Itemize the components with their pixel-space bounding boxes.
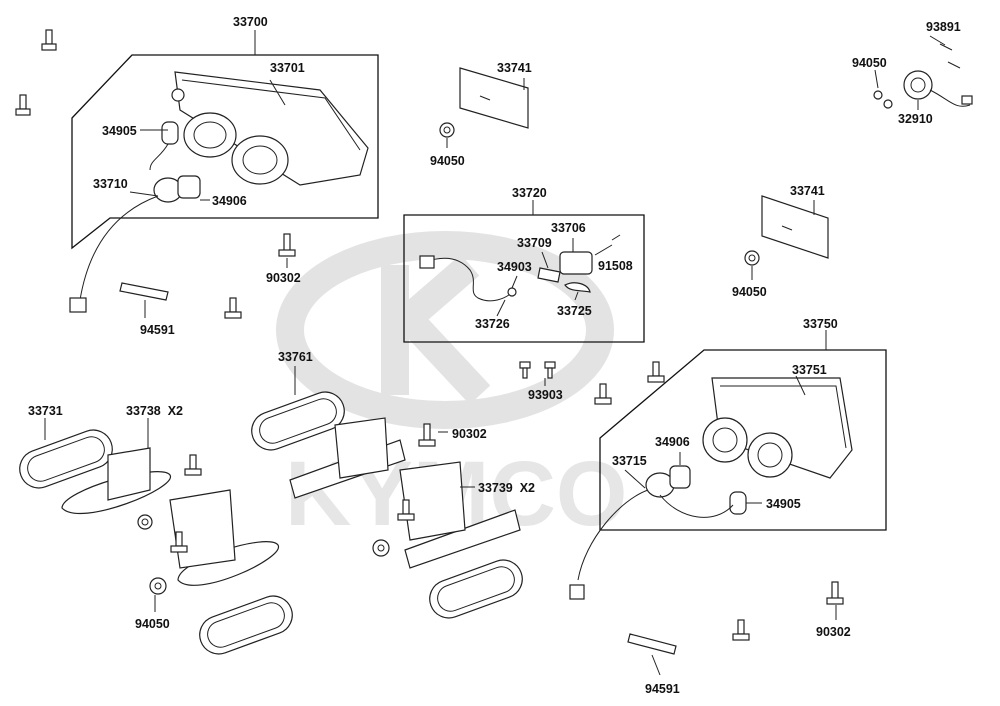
- clip-94591-b: [627, 633, 677, 655]
- label-33750: 33750: [803, 317, 838, 331]
- license-lamp-parts-33720: [419, 234, 621, 302]
- switch-32910: [873, 43, 973, 109]
- connector-33710: [69, 297, 87, 313]
- bracket-33739-b: [399, 461, 521, 569]
- label-94050-b: 94050: [852, 56, 887, 70]
- label-90302-c: 90302: [452, 427, 487, 441]
- label-32910: 32910: [898, 112, 933, 126]
- screw-center-low: [397, 499, 415, 521]
- label-33739: 33739 X2: [478, 481, 535, 495]
- screw-right-mid-1: [647, 361, 665, 383]
- label-33726: 33726: [475, 317, 510, 331]
- nut-94050-a: [439, 122, 455, 138]
- screw-bottom-left: [170, 531, 188, 553]
- clip-94591-a: [119, 282, 169, 301]
- screw-right-low: [732, 619, 750, 641]
- label-94591-b: 94591: [645, 682, 680, 696]
- bolt-90302-a: [278, 233, 296, 257]
- label-34905-top: 34905: [102, 124, 137, 138]
- harness-33710: [79, 195, 159, 301]
- harness-33715: [577, 489, 649, 581]
- screw-mid-bracket: [184, 454, 202, 476]
- label-94591-a: 94591: [140, 323, 175, 337]
- label-93903: 93903: [528, 388, 563, 402]
- label-33715: 33715: [612, 454, 647, 468]
- label-94050-a: 94050: [430, 154, 465, 168]
- bracket-33738-b: [169, 489, 279, 586]
- bolt-90302-c: [418, 423, 436, 447]
- bracket-33738-a: [61, 447, 171, 514]
- label-94050-c: 94050: [732, 285, 767, 299]
- label-94050-d: 94050: [135, 617, 170, 631]
- label-33701: 33701: [270, 61, 305, 75]
- socket-34906-right: [645, 465, 691, 498]
- label-33741-right: 33741: [790, 184, 825, 198]
- screw-right-mid-2: [594, 383, 612, 405]
- label-33731: 33731: [28, 404, 63, 418]
- socket-34906-top: [153, 175, 201, 203]
- label-34906-top: 34906: [212, 194, 247, 208]
- label-33725: 33725: [557, 304, 592, 318]
- nut-center: [372, 539, 390, 557]
- label-33700: 33700: [233, 15, 268, 29]
- label-93891: 93891: [926, 20, 961, 34]
- screw-mid-left: [224, 297, 242, 319]
- rear-lamp-housing-33751: [702, 377, 853, 479]
- screw-93903-b: [544, 361, 556, 379]
- assembly-box-33720: [403, 214, 645, 343]
- nut-94050-d: [149, 577, 167, 595]
- rear-lamp-housing-33701: [171, 71, 369, 186]
- nut-94050-c: [744, 250, 760, 266]
- label-33706: 33706: [551, 221, 586, 235]
- reflector-bottom-center: [429, 559, 523, 619]
- label-33738: 33738 X2: [126, 404, 183, 418]
- label-33741-top: 33741: [497, 61, 532, 75]
- label-33751: 33751: [792, 363, 827, 377]
- label-33710: 33710: [93, 177, 128, 191]
- screw-93903-a: [519, 361, 531, 379]
- reflector-33741-top: [459, 67, 529, 129]
- bulb-34905-top: [149, 121, 179, 171]
- screw-top-left-1: [41, 29, 57, 51]
- label-33709: 33709: [517, 236, 552, 250]
- label-34905-right: 34905: [766, 497, 801, 511]
- label-90302-b: 90302: [816, 625, 851, 639]
- label-90302-a: 90302: [266, 271, 301, 285]
- screw-top-left-2: [15, 94, 31, 116]
- label-34906-right: 34906: [655, 435, 690, 449]
- assembly-box-33750: [599, 349, 887, 531]
- label-91508: 91508: [598, 259, 633, 273]
- bulb-34905-right: [729, 491, 747, 515]
- nut-mid-left: [137, 514, 153, 530]
- reflector-33741-right: [761, 195, 829, 259]
- label-33761: 33761: [278, 350, 313, 364]
- bracket-33739-a: [289, 417, 406, 499]
- label-34903: 34903: [497, 260, 532, 274]
- bolt-90302-b: [826, 581, 844, 605]
- connector-33715: [569, 584, 585, 600]
- reflector-33731: [19, 429, 113, 489]
- reflector-bottom-left: [199, 595, 293, 655]
- reflector-33761: [251, 391, 345, 451]
- assembly-box-33700: [71, 54, 379, 250]
- label-33720: 33720: [512, 186, 547, 200]
